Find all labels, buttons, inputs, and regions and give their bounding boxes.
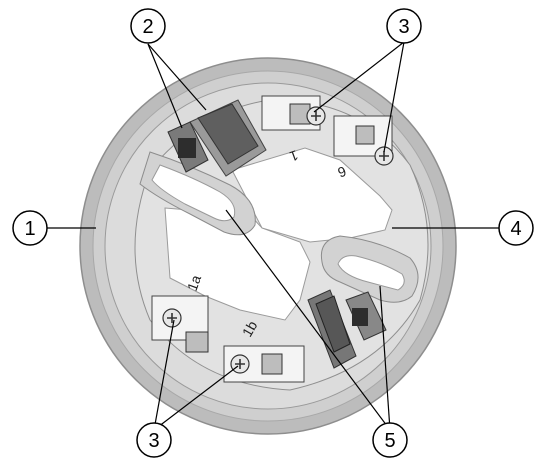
callout-1: 1 [12, 210, 48, 246]
terminal-bottom-2 [223, 345, 305, 383]
leader-2a [147, 43, 207, 111]
svg-text:5: 5 [384, 430, 395, 452]
terminal-top-1 [261, 95, 326, 131]
svg-text:4: 4 [510, 218, 521, 240]
leader-2b [147, 43, 183, 129]
leader-5a [225, 209, 391, 431]
terminal-bottom-1 [151, 295, 209, 353]
contact-block-top [167, 99, 267, 177]
mounting-slot-upper [139, 151, 256, 236]
upper-opening [231, 147, 393, 243]
svg-text:1: 1 [24, 218, 35, 240]
leader-3d [153, 365, 239, 431]
contact-block-bottom [307, 289, 387, 369]
callout-3-top: 3 [386, 8, 422, 44]
svg-text:3: 3 [148, 430, 159, 452]
callout-3-bottom: 3 [136, 422, 172, 458]
terminal-label-1b: 1b [239, 318, 261, 340]
svg-text:2: 2 [142, 16, 153, 38]
callout-5: 5 [372, 422, 408, 458]
central-opening [164, 207, 311, 321]
terminal-label-1a: 1a [184, 273, 204, 293]
terminal-top-2 [333, 115, 394, 166]
callout-2: 2 [130, 8, 166, 44]
leader-lines [46, 41, 500, 431]
leader-3a [313, 41, 405, 113]
svg-text:3: 3 [398, 16, 409, 38]
leader-3b [383, 41, 405, 153]
leader-5b [379, 285, 391, 431]
callout-4: 4 [498, 210, 534, 246]
leader-3c [153, 319, 175, 431]
mounting-slot-right [320, 235, 419, 303]
